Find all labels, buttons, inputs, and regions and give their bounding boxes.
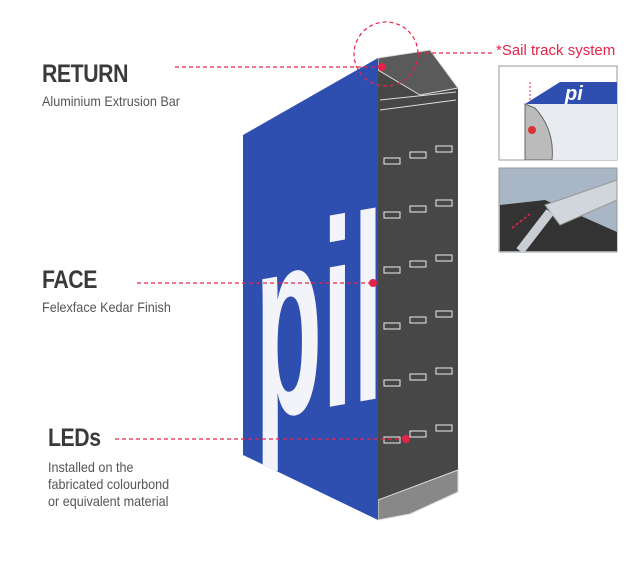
led-module [383, 266, 401, 274]
leds-subtitle-line: Installed on the [48, 459, 134, 475]
led-module [435, 199, 453, 207]
led-module [409, 316, 427, 324]
led-module [383, 157, 401, 165]
led-module [435, 367, 453, 375]
led-module [409, 430, 427, 438]
led-module [383, 211, 401, 219]
led-module [409, 205, 427, 213]
face-panel [243, 58, 378, 520]
face-title: FACE [42, 266, 97, 294]
leds-subtitle-line: fabricated colourbond [48, 476, 170, 492]
led-module [409, 151, 427, 159]
sail-track-inset-photo [498, 167, 618, 254]
leds-marker [402, 435, 410, 443]
leds-subtitle: Installed on the fabricated colourbond o… [48, 459, 169, 510]
sail-track-label: *Sail track system [496, 42, 616, 59]
return-subtitle: Aluminium Extrusion Bar [42, 93, 180, 109]
led-module [383, 322, 401, 330]
led-module [435, 145, 453, 153]
led-module [435, 310, 453, 318]
sail-track-inset-profile: pi [498, 65, 618, 161]
face-subtitle: Felexface Kedar Finish [42, 299, 171, 315]
led-module [409, 260, 427, 268]
sail-track-callout-circle [353, 21, 419, 87]
led-module [383, 379, 401, 387]
led-module [435, 424, 453, 432]
side-panel [378, 50, 458, 520]
return-marker [378, 63, 386, 71]
leds-subtitle-line: or equivalent material [48, 493, 169, 509]
return-title: RETURN [42, 60, 128, 88]
face-logo: pillo [255, 142, 481, 476]
led-module [435, 254, 453, 262]
led-module [409, 373, 427, 381]
svg-text:pi: pi [564, 83, 583, 105]
face-marker [369, 279, 377, 287]
led-strips [383, 145, 453, 444]
leds-title: LEDs [48, 424, 101, 452]
led-module [383, 436, 401, 444]
